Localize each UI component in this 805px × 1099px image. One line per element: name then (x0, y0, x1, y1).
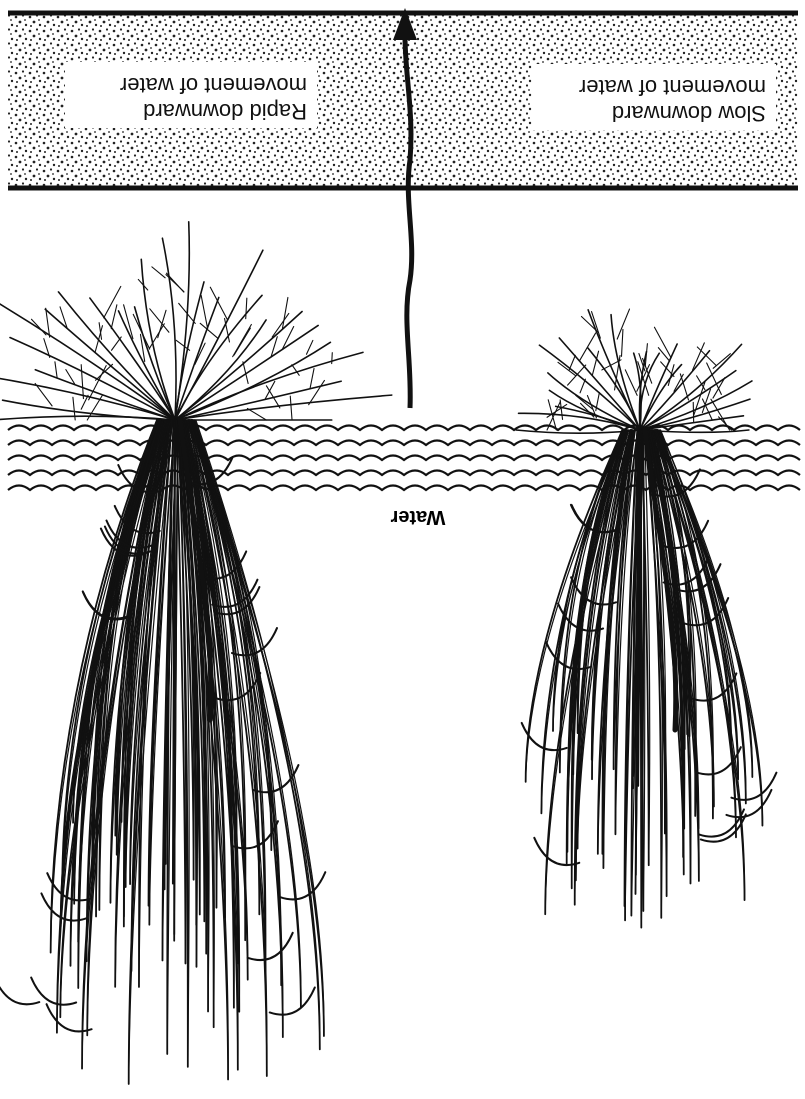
rapid-movement-line1: Rapid downward (75, 98, 307, 124)
root-branch (569, 355, 575, 370)
water-label: Water (378, 505, 458, 528)
root-branch (560, 400, 562, 419)
root-strand (35, 370, 175, 420)
water-wave-line (8, 456, 800, 461)
root-branch (152, 267, 165, 278)
root-strand (175, 352, 363, 420)
root-branch (558, 362, 575, 375)
root-branch (166, 273, 183, 292)
root-branch (592, 312, 601, 339)
root-strand (640, 365, 682, 430)
curled-leaf (270, 987, 315, 1014)
root-branch (622, 329, 623, 356)
root-branch (81, 395, 88, 409)
root-branch (617, 309, 629, 339)
root-branch (246, 298, 247, 319)
root-branch (658, 348, 669, 362)
root-branch (150, 309, 169, 332)
root-branch (81, 365, 83, 399)
water-wave-line (8, 441, 800, 446)
slow-movement-line2: movement of water (542, 74, 766, 100)
curled-leaf (47, 1004, 92, 1031)
water-wave-line (8, 471, 800, 476)
root-branch (55, 362, 57, 378)
curled-leaf (726, 790, 771, 817)
root-branch (201, 295, 207, 328)
root-branch (104, 286, 121, 318)
root-strand (162, 238, 176, 420)
root-strand (175, 222, 189, 420)
root-branch (233, 324, 252, 356)
root-branch (306, 340, 312, 354)
rapid-movement-line2: movement of water (75, 72, 307, 98)
root-branch (332, 353, 333, 364)
water-wave-line (8, 426, 800, 431)
root-branch (290, 396, 292, 420)
root-branch (282, 297, 287, 328)
left-plant (0, 222, 392, 1084)
root-strand (58, 292, 175, 420)
slow-movement-line1: Slow downward (542, 100, 766, 126)
root-branch (579, 333, 595, 361)
right-plant (516, 309, 776, 928)
root-branch (247, 408, 266, 420)
curled-leaf (280, 872, 325, 899)
root-branch (111, 305, 117, 329)
root-branch (31, 319, 46, 335)
curled-leaf (699, 809, 744, 836)
root-strand (588, 310, 640, 430)
curled-leaf (31, 977, 76, 1004)
slow-movement-label: Slow downward movement of water (532, 64, 776, 130)
root-branch (692, 343, 704, 370)
root-branch (310, 369, 314, 389)
rapid-movement-label: Rapid downward movement of water (65, 62, 317, 128)
curled-leaf (248, 933, 293, 960)
